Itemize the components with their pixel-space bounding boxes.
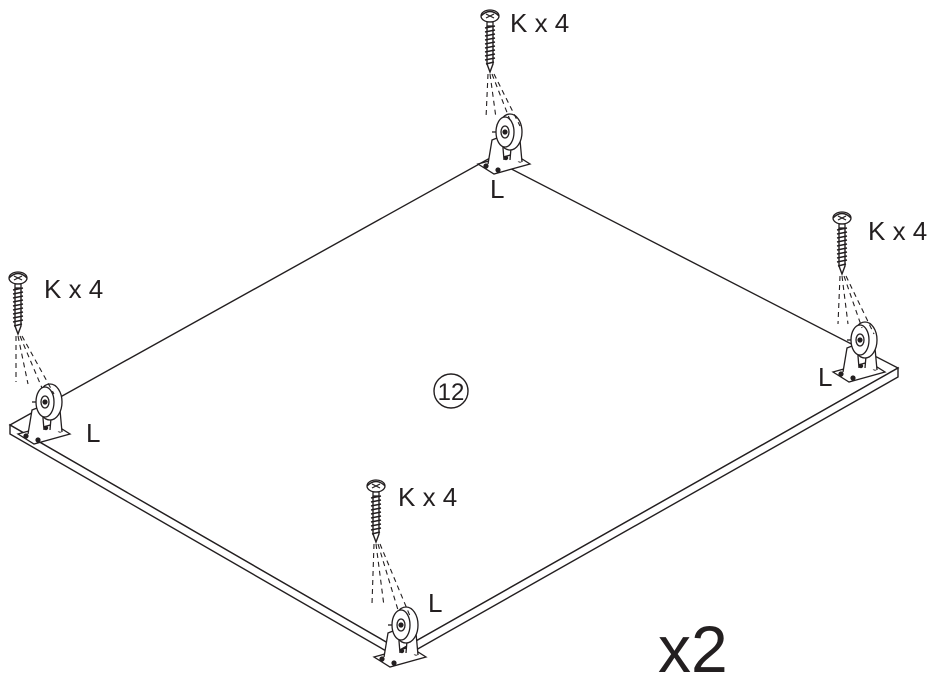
screw-guide-lines-top bbox=[485, 73, 521, 127]
caster-label-bottom: L bbox=[428, 588, 442, 618]
caster-label-right: L bbox=[818, 362, 832, 392]
screw-guide-lines-left bbox=[15, 335, 55, 395]
screw-guide-lines-bottom bbox=[371, 543, 411, 617]
part-number-circle-icon: 12 bbox=[433, 373, 469, 409]
screw-icon-top bbox=[480, 9, 500, 73]
screw-label-top: K x 4 bbox=[510, 8, 569, 38]
caster-wheel-icon-top bbox=[477, 113, 531, 175]
screw-label-left: K x 4 bbox=[44, 274, 103, 304]
caster-label-left: L bbox=[86, 418, 100, 448]
screw-icon-left bbox=[8, 271, 28, 335]
caster-label-top: L bbox=[490, 174, 504, 204]
screw-icon-right bbox=[832, 211, 852, 275]
screw-label-right: K x 4 bbox=[868, 216, 927, 246]
part-number-label: 12 bbox=[438, 379, 465, 406]
screw-label-bottom: K x 4 bbox=[398, 482, 457, 512]
screw-guide-lines-right bbox=[837, 275, 875, 335]
quantity-multiplier: x2 bbox=[658, 612, 728, 679]
panel-board bbox=[8, 157, 900, 661]
